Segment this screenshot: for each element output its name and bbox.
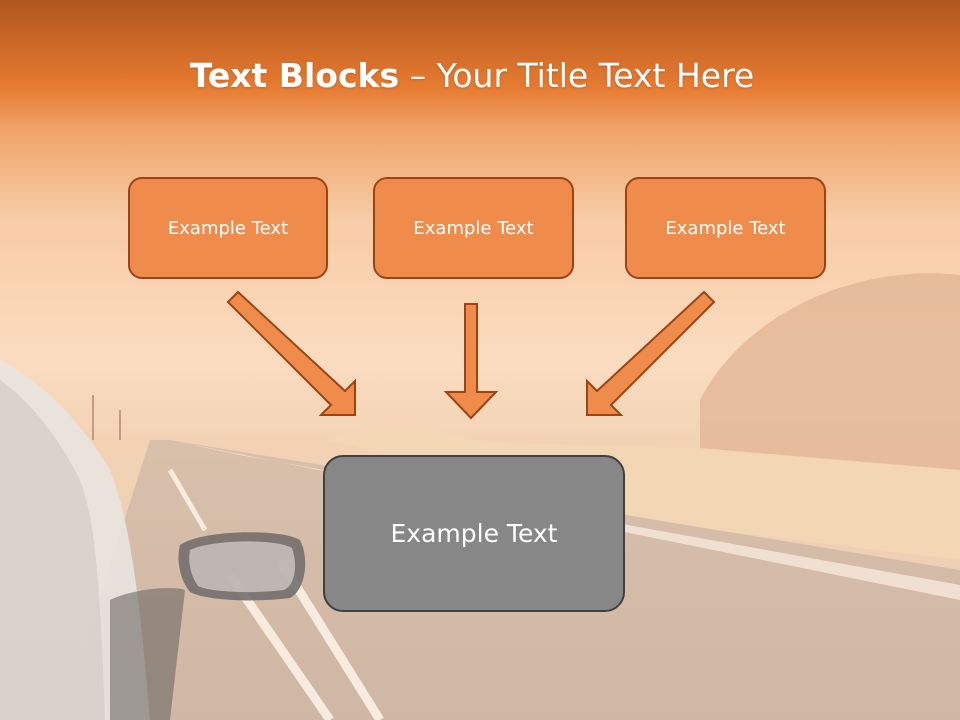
arrow-right-icon bbox=[586, 290, 716, 416]
title-rest-part: Your Title Text Here bbox=[436, 56, 755, 95]
text-block-main: Example Text bbox=[323, 455, 625, 612]
slide-title: Text Blocks – Your Title Text Here bbox=[0, 56, 944, 96]
arrow-left-icon bbox=[226, 290, 356, 416]
text-block-1: Example Text bbox=[128, 177, 328, 279]
text-block-1-label: Example Text bbox=[167, 217, 289, 239]
text-block-2: Example Text bbox=[373, 177, 574, 279]
text-block-main-label: Example Text bbox=[390, 519, 558, 548]
title-bold-part: Text Blocks bbox=[189, 56, 400, 95]
text-block-3-label: Example Text bbox=[665, 217, 786, 239]
text-block-3: Example Text bbox=[625, 177, 826, 279]
title-dash: – bbox=[399, 56, 437, 95]
arrow-center-icon bbox=[443, 303, 499, 420]
text-block-2-label: Example Text bbox=[413, 217, 534, 239]
